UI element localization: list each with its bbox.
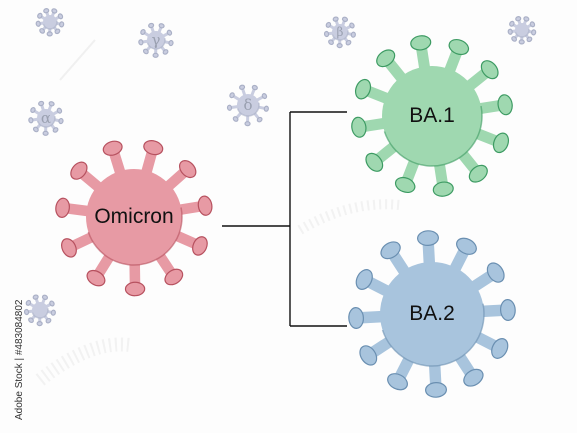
- small-virus-alpha: [28, 100, 64, 136]
- ba1-virus: [351, 35, 513, 197]
- small-virus-delta: [226, 84, 269, 127]
- stock-credit: Adobe Stock | #483084802: [14, 299, 25, 420]
- ba1-label: BA.1: [409, 104, 455, 127]
- delta-variant-symbol: δ: [243, 96, 253, 114]
- small-virus-left: [23, 294, 56, 327]
- tree-connectors: [222, 111, 347, 327]
- beta-variant-symbol: β: [336, 25, 344, 39]
- alpha-variant-symbol: α: [40, 109, 52, 127]
- small-virus-top-left: [35, 8, 65, 37]
- small-virus-top-right: [507, 16, 537, 45]
- omicron-label: Omicron: [94, 205, 174, 228]
- omicron-virus: [55, 140, 213, 297]
- small-virus-gamma: [138, 22, 174, 58]
- background-strokes: [35, 39, 401, 386]
- ba2-virus: [348, 230, 516, 398]
- ba2-label: BA.2: [409, 302, 455, 325]
- small-virus-beta: [323, 16, 356, 49]
- virus-layer: [23, 8, 537, 398]
- gamma-variant-symbol: γ: [151, 31, 161, 49]
